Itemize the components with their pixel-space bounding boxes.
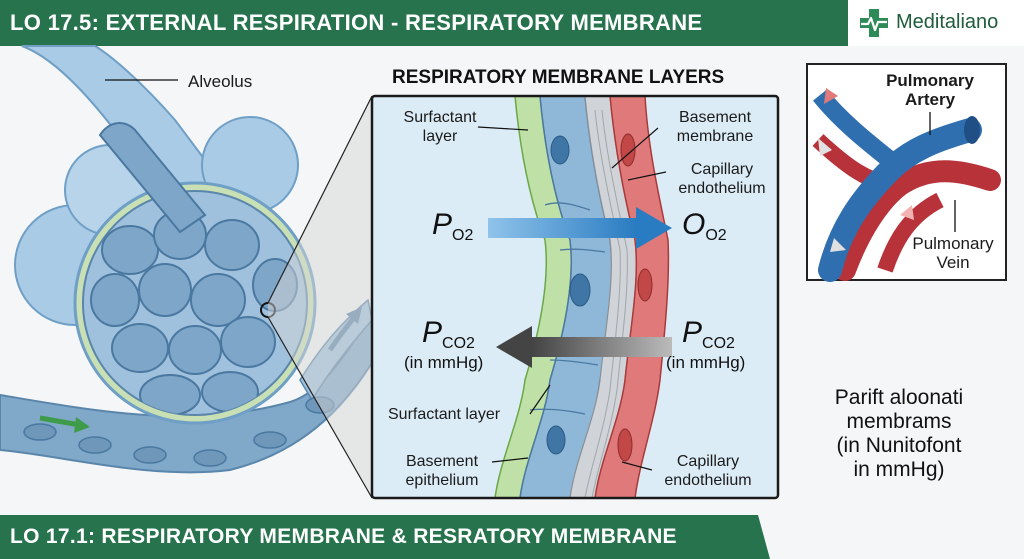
footer-bar <box>0 515 770 559</box>
pulmonary-vessels-panel <box>806 63 1007 282</box>
pulmonary-vein-label: Pulmonary Vein <box>912 234 994 272</box>
surfactant-layer-label-top: Surfactant layer <box>403 109 477 145</box>
pco2-capillary-label: PCO2 <box>682 316 735 352</box>
co2-arrow <box>532 337 672 357</box>
o2-arrow <box>488 218 636 238</box>
membrane-zoom-panel <box>370 94 780 500</box>
pco2-capillary-unit: (in mmHg) <box>666 353 746 372</box>
side-note: Parift aloonati membrams (in Nunitofont … <box>834 386 964 481</box>
zoom-cone <box>268 96 372 498</box>
basement-membrane-label-top: Basement membrane <box>676 109 754 145</box>
footer-title: LO 17.1: RESPIRATORY MEMBRANE & RESRATOR… <box>10 525 677 548</box>
basement-epithelium-label: Basement epithelium <box>405 453 479 489</box>
pulmonary-artery-label: Pulmonary Artery <box>886 71 974 109</box>
capillary-endothelium-label-top: Capillary endothelium <box>678 161 766 197</box>
pco2-alveolar-unit: (in mmHg) <box>404 353 484 372</box>
page-title: LO 17.5: EXTERNAL RESPIRATION - RESPIRAT… <box>10 10 703 35</box>
alveolus-label: Alveolus <box>188 72 253 91</box>
membrane-section-title: RESPIRATORY MEMBRANE LAYERS <box>392 67 725 88</box>
capillary-endothelium-label-bottom: Capillary endothelium <box>664 453 752 489</box>
surfactant-layer-label-bottom: Surfactant layer <box>388 406 501 423</box>
o2-capillary-label: OO2 <box>682 208 727 244</box>
pco2-alveolar-label: PCO2 <box>422 316 475 352</box>
medical-cross-icon <box>860 9 888 37</box>
po2-alveolar-label: PO2 <box>432 208 474 244</box>
brand-name: Meditaliano <box>896 11 999 33</box>
